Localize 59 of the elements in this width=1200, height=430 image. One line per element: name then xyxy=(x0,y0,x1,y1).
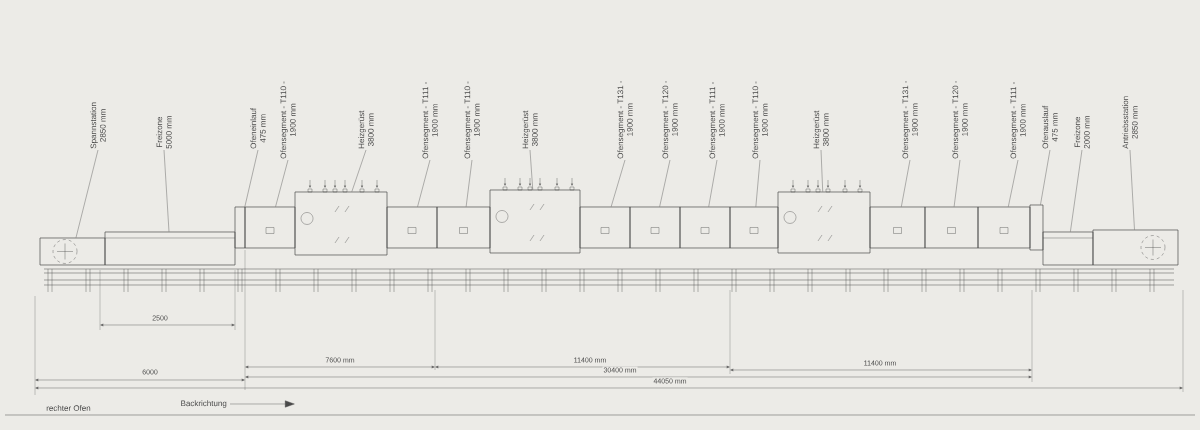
oven-segment xyxy=(869,206,926,249)
oven-segment xyxy=(629,206,681,249)
drive-station xyxy=(1092,229,1179,266)
oven-segment xyxy=(729,206,779,249)
part-label: Spannstation 2850 mm xyxy=(90,102,106,149)
oven-inlet xyxy=(1029,204,1044,251)
leader-line xyxy=(901,159,911,207)
leader-line xyxy=(529,149,533,190)
tension-station xyxy=(39,237,106,266)
leader-line xyxy=(1070,149,1083,232)
part-label: Ofensegment - T111 - 1900 mm xyxy=(1010,82,1026,159)
part-label: Antriebsstation 2850 mm xyxy=(1122,96,1138,149)
oven-segment xyxy=(244,206,296,249)
oven-segment xyxy=(924,206,979,249)
part-label: Ofensegment - T120 - 1900 mm xyxy=(662,80,678,159)
leader-line xyxy=(659,159,671,207)
leader-line xyxy=(163,149,170,232)
part-label: Ofensegment - T111 - 1900 mm xyxy=(422,82,438,159)
part-label: Ofensegment - T131 - 1900 mm xyxy=(902,80,918,159)
part-label: Ofensegment - T111 - 1900 mm xyxy=(709,82,725,159)
part-label: Ofensegment - T110 - 1900 mm xyxy=(280,81,296,159)
part-label: Ofenauslauf 475 mm xyxy=(1042,105,1058,149)
part-label: Ofeneinlauf 475 mm xyxy=(250,107,266,149)
free-zone xyxy=(104,231,236,266)
oven-segment xyxy=(436,206,491,249)
part-label: Ofensegment - T110 - 1900 mm xyxy=(752,81,768,159)
part-label: Heizgerüst 3800 mm xyxy=(358,110,374,149)
part-label: Ofensegment - T110 - 1900 mm xyxy=(464,81,480,159)
leader-line xyxy=(75,149,99,238)
leader-line xyxy=(275,159,289,207)
leader-line xyxy=(755,159,761,207)
leader-line xyxy=(1040,149,1051,205)
note-text: rechter Ofen xyxy=(46,405,91,411)
heater-unit xyxy=(777,179,871,254)
leader-line xyxy=(1129,149,1135,230)
heater-unit xyxy=(294,179,388,256)
leader-line xyxy=(953,159,961,207)
oven-segment xyxy=(579,206,631,249)
leader-line xyxy=(351,149,367,192)
heater-unit xyxy=(489,177,581,254)
leader-line xyxy=(820,149,823,192)
leader-line xyxy=(708,159,718,207)
leader-line xyxy=(1008,159,1019,207)
free-zone xyxy=(1042,231,1094,266)
leader-line xyxy=(610,159,626,207)
oven-segment xyxy=(679,206,731,249)
part-label: Freizone 5000 mm xyxy=(156,116,172,149)
direction-label: Backrichtung xyxy=(179,399,228,409)
leader-line xyxy=(244,149,259,207)
part-label: Heizgerüst 3800 mm xyxy=(813,110,829,149)
leader-line xyxy=(465,159,473,207)
oven-inlet xyxy=(234,206,246,249)
part-label: Freizone 2000 mm xyxy=(1074,116,1090,149)
part-label: Ofensegment - T120 - 1900 mm xyxy=(952,80,968,159)
part-label: Ofensegment - T131 - 1900 mm xyxy=(617,80,633,159)
part-label: Heizgerüst 3800 mm xyxy=(522,110,538,149)
leader-line xyxy=(417,159,431,207)
oven-segment xyxy=(977,206,1031,249)
oven-segment xyxy=(386,206,438,249)
